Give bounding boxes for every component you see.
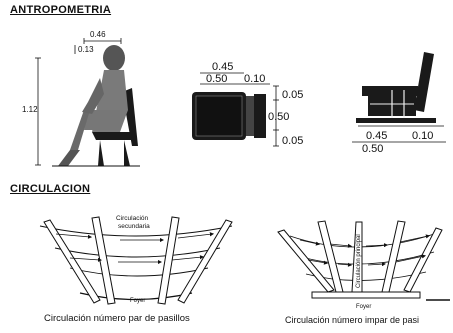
label-foyer-even: Foyer (130, 298, 145, 304)
dim-seat-depth: 0.45 (212, 61, 233, 73)
dim-arm-bottom: 0.05 (282, 135, 303, 147)
dim-side-seat: 0.45 (366, 130, 387, 142)
label-main-circulation: Circulación principal (356, 234, 362, 288)
heading-circulation: CIRCULACION (10, 183, 91, 195)
caption-odd-circulation: Circulación número impar de pasi (285, 315, 420, 325)
chair-plan-drawing: 0.45 0.50 0.10 0.05 0.50 0.05 (192, 61, 303, 147)
label-secondary-circulation-1: Circulación (116, 215, 149, 222)
label-secondary-circulation-2: secundaria (118, 223, 150, 230)
circulation-even-diagram (39, 216, 233, 305)
dim-arm-top: 0.05 (282, 89, 303, 101)
dim-head-small: 0.13 (78, 45, 94, 54)
dim-back-depth: 0.10 (244, 73, 265, 85)
dim-side-total: 0.50 (362, 143, 383, 155)
dim-head-width: 0.46 (90, 30, 106, 39)
label-foyer-odd: Foyer (356, 304, 371, 310)
dim-chair-depth: 0.50 (206, 73, 227, 85)
dim-seat-width: 0.50 (268, 111, 289, 123)
dim-seated-height: 1.12 (22, 105, 38, 114)
caption-even-circulation: Circulación número par de pasillos (44, 313, 190, 324)
seated-figure-drawing: 0.46 0.13 1.12 (22, 30, 140, 167)
heading-anthropometry: ANTROPOMETRIA (10, 4, 112, 16)
dim-side-back: 0.10 (412, 130, 433, 142)
circulation-odd-diagram (277, 220, 450, 301)
chair-side-drawing: 0.45 0.10 0.50 (352, 52, 446, 155)
